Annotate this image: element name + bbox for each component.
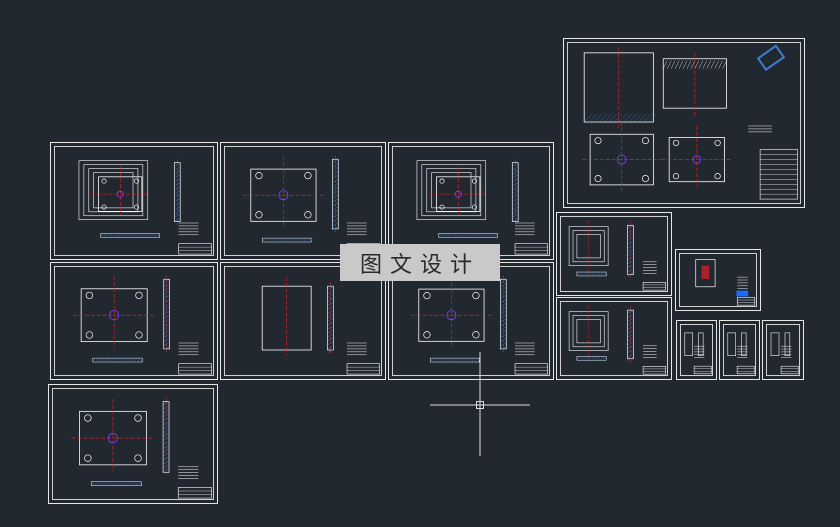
drawing-sheet[interactable] — [48, 384, 218, 504]
drawing-sheet[interactable] — [50, 142, 218, 260]
watermark-banner: 图文设计 — [340, 244, 500, 281]
drawing-sheet[interactable] — [719, 320, 760, 380]
drawing-sheet[interactable] — [675, 249, 761, 311]
drawing-sheet[interactable] — [762, 320, 804, 380]
drawing-sheet[interactable] — [556, 212, 672, 296]
drawing-sheet[interactable] — [676, 320, 717, 380]
drawing-sheet[interactable] — [220, 142, 386, 260]
drawing-sheet[interactable] — [50, 262, 218, 380]
crosshair-cursor-icon — [430, 352, 530, 456]
drawing-sheet-main[interactable] — [563, 38, 805, 208]
drawing-sheet[interactable] — [388, 142, 554, 260]
drawing-sheet[interactable] — [220, 262, 386, 380]
drawing-sheet[interactable] — [556, 297, 672, 380]
